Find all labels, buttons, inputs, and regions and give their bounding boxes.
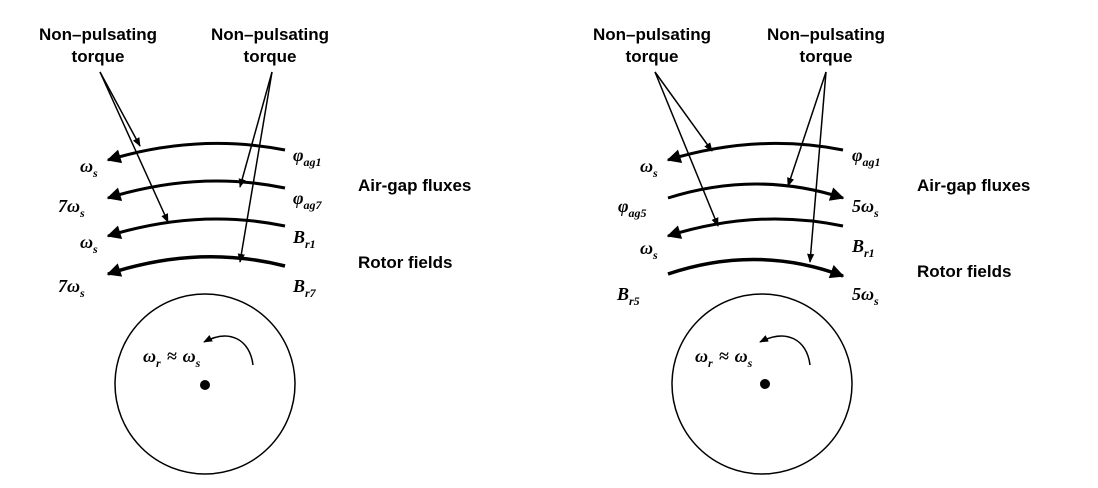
rotor-arc-b-r7	[106, 254, 286, 277]
rotor-circle	[114, 293, 296, 475]
left-panel: Non–pulsating torque Non–pulsating torqu…	[39, 25, 471, 475]
arc-label-omega-s: ωs	[80, 232, 98, 256]
torque-arrow	[807, 71, 827, 263]
rotor-rotation-arrow	[203, 334, 254, 366]
torque-label-right-2: torque	[800, 47, 853, 66]
arc-label-b-r1: Br1	[292, 227, 316, 251]
arc-label-b-r5: Br5	[616, 284, 640, 308]
torque-label-left-2: torque	[626, 47, 679, 66]
airgap-fluxes-label: Air-gap fluxes	[917, 176, 1030, 195]
arc-label-phi-ag1: φag1	[852, 145, 881, 169]
arc-label-omega-s: ωs	[640, 156, 658, 180]
rotor-arc-b-r1	[106, 217, 286, 239]
flux-arc-phi-ag1	[106, 141, 286, 164]
arc-label-omega-s: ωs	[80, 156, 98, 180]
torque-label-right-1: Non–pulsating	[211, 25, 329, 44]
torque-arrow	[238, 71, 273, 188]
rotor-shaft-dot	[760, 379, 770, 389]
torque-arrow	[237, 71, 273, 263]
arc-label-5-omega-s: 5ωs	[852, 196, 879, 220]
rotor-arc-b-r1	[666, 217, 844, 239]
arc-label-phi-ag5: φag5	[618, 196, 647, 220]
rotor-speed-label: ωr≈ωs	[143, 346, 201, 370]
flux-arc-phi-ag7	[106, 179, 286, 201]
torque-arrow	[99, 71, 141, 147]
airgap-fluxes-label: Air-gap fluxes	[358, 176, 471, 195]
arc-label-7-omega-s: 7ωs	[58, 276, 85, 300]
flux-arc-phi-ag1	[666, 141, 844, 164]
arc-label-b-r7: Br7	[292, 276, 317, 300]
arc-label-phi-ag7: φag7	[293, 188, 323, 212]
rotor-circle	[671, 293, 853, 475]
arc-label-5-omega-s: 5ωs	[852, 284, 879, 308]
torque-arrow	[654, 71, 719, 227]
torque-arrow	[99, 71, 169, 223]
torque-label-right-2: torque	[244, 47, 297, 66]
right-panel: Non–pulsating torque Non–pulsating torqu…	[593, 25, 1030, 475]
rotor-shaft-dot	[200, 380, 210, 390]
torque-arrow	[787, 71, 827, 187]
rotor-arc-b-r5	[667, 257, 845, 279]
torque-arrow	[654, 71, 713, 152]
arc-label-7-omega-s: 7ωs	[58, 196, 85, 220]
rotor-speed-label: ωr≈ωs	[695, 346, 753, 370]
flux-arc-phi-ag5	[667, 182, 845, 201]
torque-label-left-1: Non–pulsating	[39, 25, 157, 44]
arc-label-omega-s: ωs	[640, 238, 658, 262]
torque-label-right-1: Non–pulsating	[767, 25, 885, 44]
torque-label-left-2: torque	[72, 47, 125, 66]
torque-label-left-1: Non–pulsating	[593, 25, 711, 44]
rotor-rotation-arrow	[759, 335, 811, 366]
arc-label-phi-ag1: φag1	[293, 145, 322, 169]
rotor-fields-label: Rotor fields	[358, 253, 452, 272]
rotor-fields-label: Rotor fields	[917, 262, 1011, 281]
arc-label-b-r1: Br1	[851, 236, 875, 260]
